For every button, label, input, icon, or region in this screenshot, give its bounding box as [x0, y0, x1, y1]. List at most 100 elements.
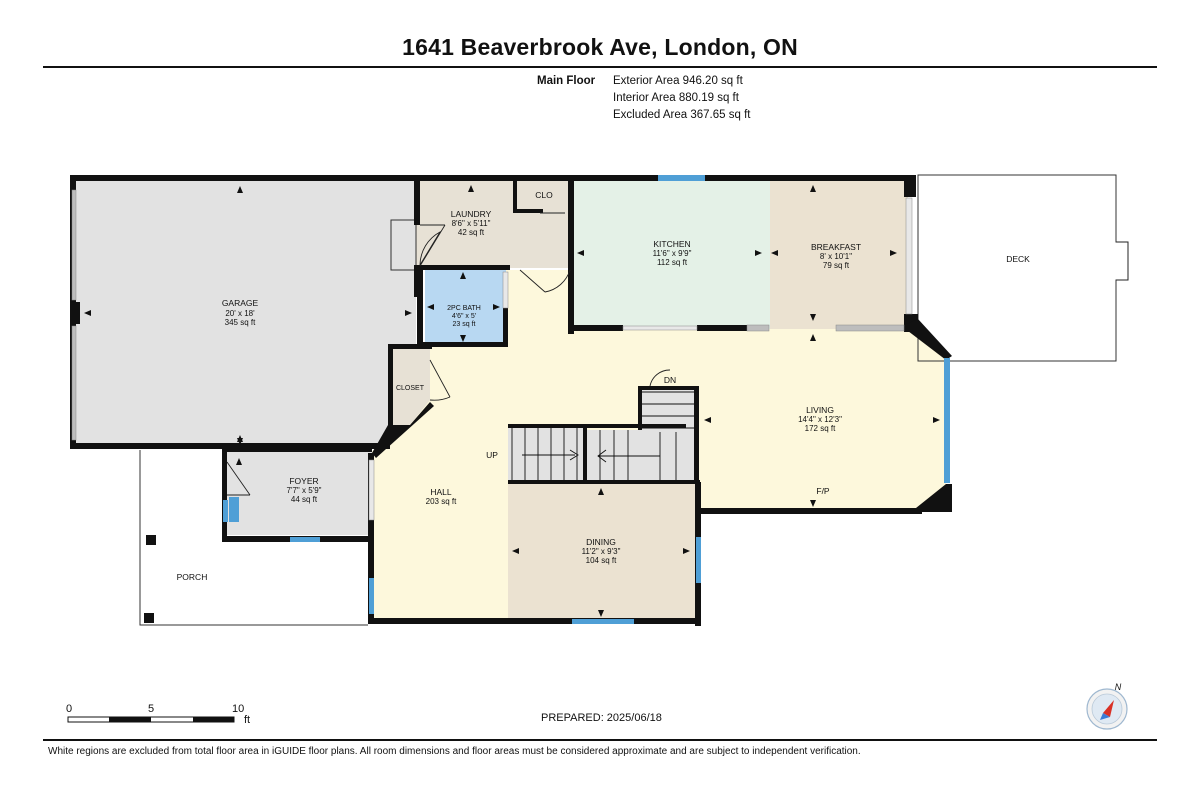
- stairs-up-fill: [508, 426, 586, 482]
- clo-wall-west: [513, 179, 517, 213]
- windows: [223, 175, 950, 624]
- porch-post-2: [144, 613, 154, 623]
- dimension-arrows: [84, 185, 940, 617]
- kitchen-window: [658, 175, 705, 181]
- breakfast-dims: 8' x 10'1": [820, 252, 852, 261]
- foyer-west-wall: [222, 447, 227, 542]
- laundry-south-wall: [420, 265, 510, 270]
- garage-south-wall: [70, 443, 390, 449]
- living-area: 172 sq ft: [805, 424, 836, 433]
- stair-wall-bottom: [508, 480, 700, 484]
- compass-north-label: N: [1115, 682, 1122, 692]
- garage-name: GARAGE: [222, 298, 259, 308]
- foyer-fill: [225, 450, 372, 535]
- foyer-area: 44 sq ft: [291, 495, 318, 504]
- laundry-area: 42 sq ft: [458, 228, 485, 237]
- scale-unit: ft: [244, 714, 251, 726]
- hall-door-swing: [519, 269, 571, 293]
- laundry-dims: 8'6" x 5'11": [452, 219, 491, 228]
- stair-up-arrowhead: [569, 449, 579, 461]
- garage-fill: [72, 179, 416, 447]
- living-ne-corner: [904, 319, 952, 360]
- header-rule: [43, 66, 1157, 68]
- garage-west-opening-2: [71, 325, 77, 441]
- bath-dims: 4'6" x 5': [452, 313, 476, 320]
- foyer-door-swing: [226, 461, 251, 496]
- closet-west-wall: [388, 344, 393, 428]
- breakfast-fill: [770, 179, 908, 329]
- foyer-door-glass: [229, 497, 239, 522]
- living-south-wall: [700, 508, 922, 514]
- kitchen-south-wall-a: [568, 325, 623, 331]
- exterior-area: Exterior Area 946.20 sq ft: [613, 75, 743, 87]
- hall-name: HALL: [430, 487, 452, 497]
- room-fills: [72, 179, 946, 622]
- laundry-name: LAUNDRY: [451, 209, 492, 219]
- garage-wall-post: [70, 302, 80, 324]
- living-se-corner: [916, 484, 952, 512]
- kitchen-counter-gap: [622, 325, 698, 331]
- closet-fill: [390, 347, 430, 425]
- kitchen-area: 112 sq ft: [657, 258, 688, 267]
- stair-wall-upper: [638, 386, 698, 390]
- hall-west-wall: [368, 453, 374, 624]
- page-title: 1641 Beaverbrook Ave, London, ON: [402, 34, 798, 60]
- living-dims: 14'4" x 12'3": [798, 415, 842, 424]
- stairs-up-label: UP: [486, 450, 498, 460]
- dn-arc: [649, 369, 671, 387]
- foyer-north-wall: [222, 447, 372, 452]
- dining-area: 104 sq ft: [586, 556, 617, 565]
- porch-name: PORCH: [177, 572, 208, 582]
- disclaimer: White regions are excluded from total fl…: [48, 746, 861, 757]
- closet-north-wall: [388, 344, 432, 349]
- garage-laundry-door: [419, 230, 442, 266]
- hall-window: [369, 578, 374, 614]
- clo-fill: [515, 179, 572, 211]
- dining-window-east: [696, 537, 701, 583]
- bath-west-wall: [417, 265, 423, 347]
- kitchen-fill: [572, 179, 770, 329]
- kitchen-name: KITCHEN: [653, 239, 690, 249]
- dining-fill: [508, 482, 700, 622]
- garage-step: [390, 219, 417, 271]
- compass-icon: N: [1086, 682, 1128, 730]
- dining-window-south: [572, 619, 634, 624]
- bath-area: 23 sq ft: [453, 321, 476, 328]
- hall-sw-angle: [372, 402, 434, 458]
- fireplace-label: F/P: [816, 486, 830, 496]
- clo-wall-south: [513, 209, 543, 213]
- deck-name: DECK: [1006, 254, 1030, 264]
- living-window: [944, 358, 950, 483]
- garage-east-wall-upper: [414, 175, 420, 225]
- scale-tick-10: 10: [232, 703, 245, 715]
- foyer-dims: 7'7" x 5'9": [287, 486, 322, 495]
- bath-east-wall: [503, 308, 508, 347]
- stair-wall-mid: [583, 428, 587, 482]
- footer-rule: [43, 739, 1157, 741]
- stair-down-arrowhead: [597, 449, 607, 463]
- dining-name: DINING: [586, 537, 616, 547]
- openings: [71, 189, 913, 521]
- stair-wall-west-upper: [638, 386, 642, 430]
- scale-bar: [67, 716, 235, 723]
- laundry-door-swing: [419, 224, 446, 267]
- kitchen-dims: 11'6" x 9'9": [653, 249, 692, 258]
- closet-door-swing: [429, 359, 451, 401]
- porch-post-1: [146, 535, 156, 545]
- bath-fill: [425, 270, 506, 343]
- breakfast-east-wall: [904, 175, 916, 197]
- stair-wall-east: [694, 386, 699, 484]
- dining-south-wall: [368, 618, 701, 624]
- clo-name: CLO: [535, 190, 553, 200]
- bath-south-wall: [417, 342, 507, 347]
- breakfast-east-opening: [905, 197, 913, 315]
- kitchen-counter-end: [746, 324, 770, 332]
- garage-west-opening-1: [71, 189, 77, 301]
- floor-name: Main Floor: [537, 75, 596, 87]
- garage-area: 345 sq ft: [225, 318, 256, 327]
- garage-dims: 20' x 18': [225, 309, 255, 318]
- breakfast-area: 79 sq ft: [823, 261, 850, 270]
- interior-area: Interior Area 880.19 sq ft: [613, 92, 739, 104]
- stair-wall-top: [508, 424, 686, 428]
- foyer-name: FOYER: [289, 476, 318, 486]
